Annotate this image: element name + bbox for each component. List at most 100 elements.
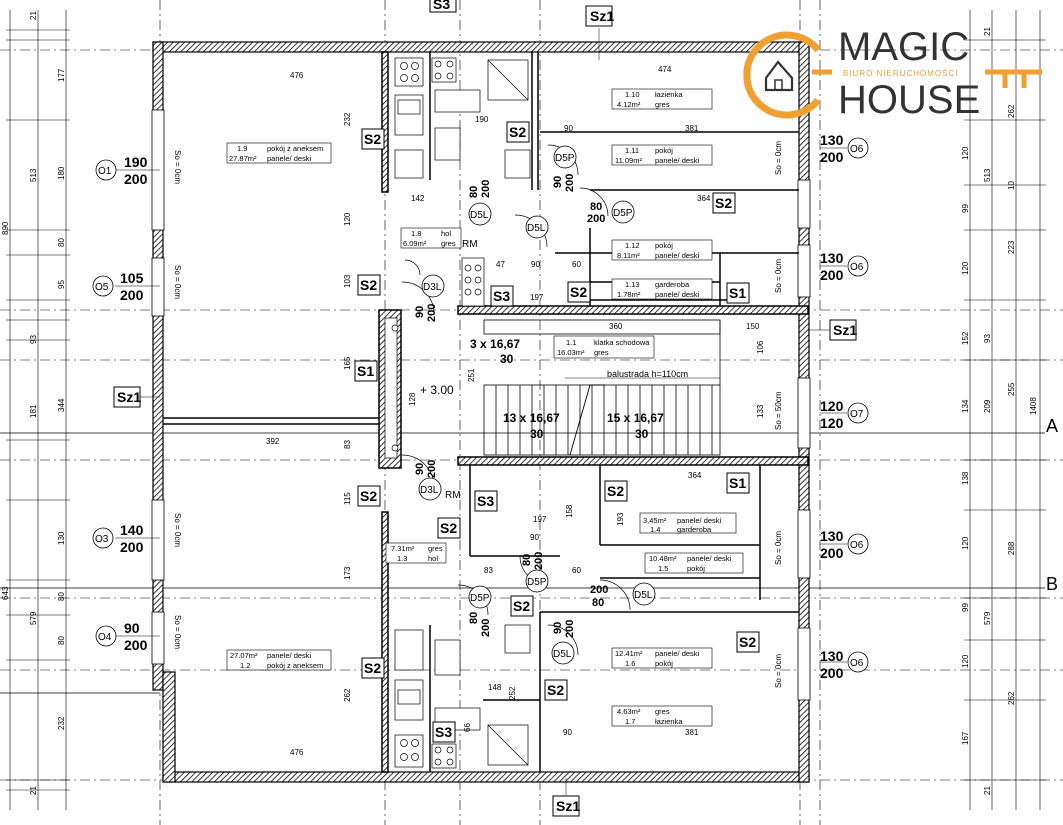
dimension: 60 — [572, 566, 581, 575]
tag-sz1-right: Sz1 — [833, 322, 857, 338]
dimension: 83 — [484, 566, 493, 575]
room-floor: panele/ deski — [267, 154, 312, 163]
dimension: 262 — [343, 688, 352, 702]
dimension: 251 — [467, 368, 476, 382]
dimension: 209 — [983, 399, 992, 413]
door-size: 200 — [480, 180, 492, 198]
room-floor: panele/ deski — [655, 251, 700, 260]
dimension: 476 — [290, 71, 304, 80]
window-height: 200 — [820, 267, 844, 283]
door-size: 200 — [533, 552, 545, 570]
door-label: D5L — [470, 210, 489, 221]
tag-sz1-left: Sz1 — [117, 389, 141, 405]
tag-s2: S2 — [360, 277, 377, 293]
window-circles — [92, 137, 869, 673]
room-floor: gres — [655, 707, 670, 716]
tag-s3: S3 — [435, 724, 452, 740]
dimension: 130 — [57, 531, 66, 545]
dimension: 262 — [1007, 104, 1016, 118]
window-id: O3 — [95, 534, 109, 545]
tag-s2: S2 — [509, 124, 526, 140]
tag-s1: S1 — [357, 363, 374, 379]
room-floor: panele/ deski — [687, 554, 732, 563]
dimension: 99 — [961, 204, 970, 213]
door-label: D5P — [527, 577, 547, 588]
window-width: 90 — [124, 620, 140, 636]
dimension: 180 — [57, 166, 66, 180]
dimension: 1408 — [1029, 397, 1038, 415]
room-name: klatka schodowa — [594, 338, 650, 347]
window-width: 105 — [120, 270, 144, 286]
tag-s2: S2 — [440, 520, 457, 536]
right-dimension-chain — [964, 10, 1046, 810]
room-area: 12.41m² — [615, 649, 643, 658]
door-label: D5L — [553, 649, 572, 660]
room-area: 10.48m² — [649, 554, 677, 563]
window-id: O6 — [850, 144, 864, 155]
dimension: 158 — [565, 504, 574, 518]
dimension: 643 — [1, 586, 10, 600]
room-number: 1.1 — [566, 338, 576, 347]
tag-s2: S2 — [715, 195, 732, 211]
window-height: 120 — [820, 415, 844, 431]
axis-label-b: B — [1046, 574, 1058, 594]
dimension: 364 — [697, 194, 711, 203]
dimension: 223 — [1007, 240, 1016, 254]
room-number: 1.2 — [240, 661, 250, 670]
window-height: 200 — [120, 539, 144, 555]
dimension: 890 — [1, 221, 10, 235]
dimension: 476 — [290, 748, 304, 757]
dimension: 128 — [408, 392, 417, 406]
axis-label-a: A — [1046, 416, 1058, 436]
sill-note: So = 0cm — [173, 265, 182, 299]
door-label: D5L — [634, 590, 653, 601]
room-floor: panele/ deski — [655, 290, 700, 299]
room-name: pokój z aneksem — [267, 144, 323, 153]
room-area: 3,45m² — [643, 516, 667, 525]
window-height: 200 — [124, 637, 148, 653]
tag-s1: S1 — [729, 285, 746, 301]
tag-s2: S2 — [364, 660, 381, 676]
dimension: 21 — [29, 11, 38, 20]
dimension: 579 — [29, 611, 38, 625]
door-label: D5P — [470, 593, 490, 604]
door-label: D3L — [423, 282, 442, 293]
dimension: 83 — [343, 440, 352, 449]
sill-note: So = 0cm — [173, 513, 182, 547]
railing-note: balustrada h=110cm — [607, 369, 688, 379]
dimension: 232 — [57, 716, 66, 730]
dimension: 133 — [756, 404, 765, 418]
room-number: 1.8 — [411, 229, 421, 238]
window-width: 120 — [820, 398, 844, 414]
room-area: 27.07m² — [230, 651, 258, 660]
dimension: 21 — [983, 786, 992, 795]
dimension: 232 — [343, 112, 352, 126]
dimension: 152 — [961, 331, 970, 345]
window-height: 200 — [124, 171, 148, 187]
window-width: 130 — [820, 528, 844, 544]
dimension: 173 — [343, 566, 352, 580]
room-name: łazienka — [655, 90, 683, 99]
window-openings — [151, 109, 811, 701]
window-id: O1 — [98, 166, 112, 177]
room-floor: gres — [594, 348, 609, 357]
dimension: 66 — [463, 723, 472, 732]
door-size: 90 — [414, 306, 426, 318]
room-floor: panele/ deski — [655, 649, 700, 658]
window-width: 130 — [820, 648, 844, 664]
door-size: 200 — [426, 304, 438, 322]
stair-label: 30 — [530, 427, 544, 441]
window-id: O6 — [850, 540, 864, 551]
room-floor: panele/ deski — [655, 156, 700, 165]
dimension: 21 — [983, 27, 992, 36]
door-label: RM — [445, 490, 461, 501]
sill-note: So = 0cm — [173, 150, 182, 184]
dimension: 165 — [343, 356, 352, 370]
dimension: 513 — [983, 168, 992, 182]
dimension: 177 — [57, 68, 66, 82]
tag-s3: S3 — [493, 288, 510, 304]
dimension: 60 — [572, 260, 581, 269]
dimension: 120 — [343, 212, 352, 226]
dimension: 190 — [475, 115, 489, 124]
window-width: 140 — [120, 522, 144, 538]
